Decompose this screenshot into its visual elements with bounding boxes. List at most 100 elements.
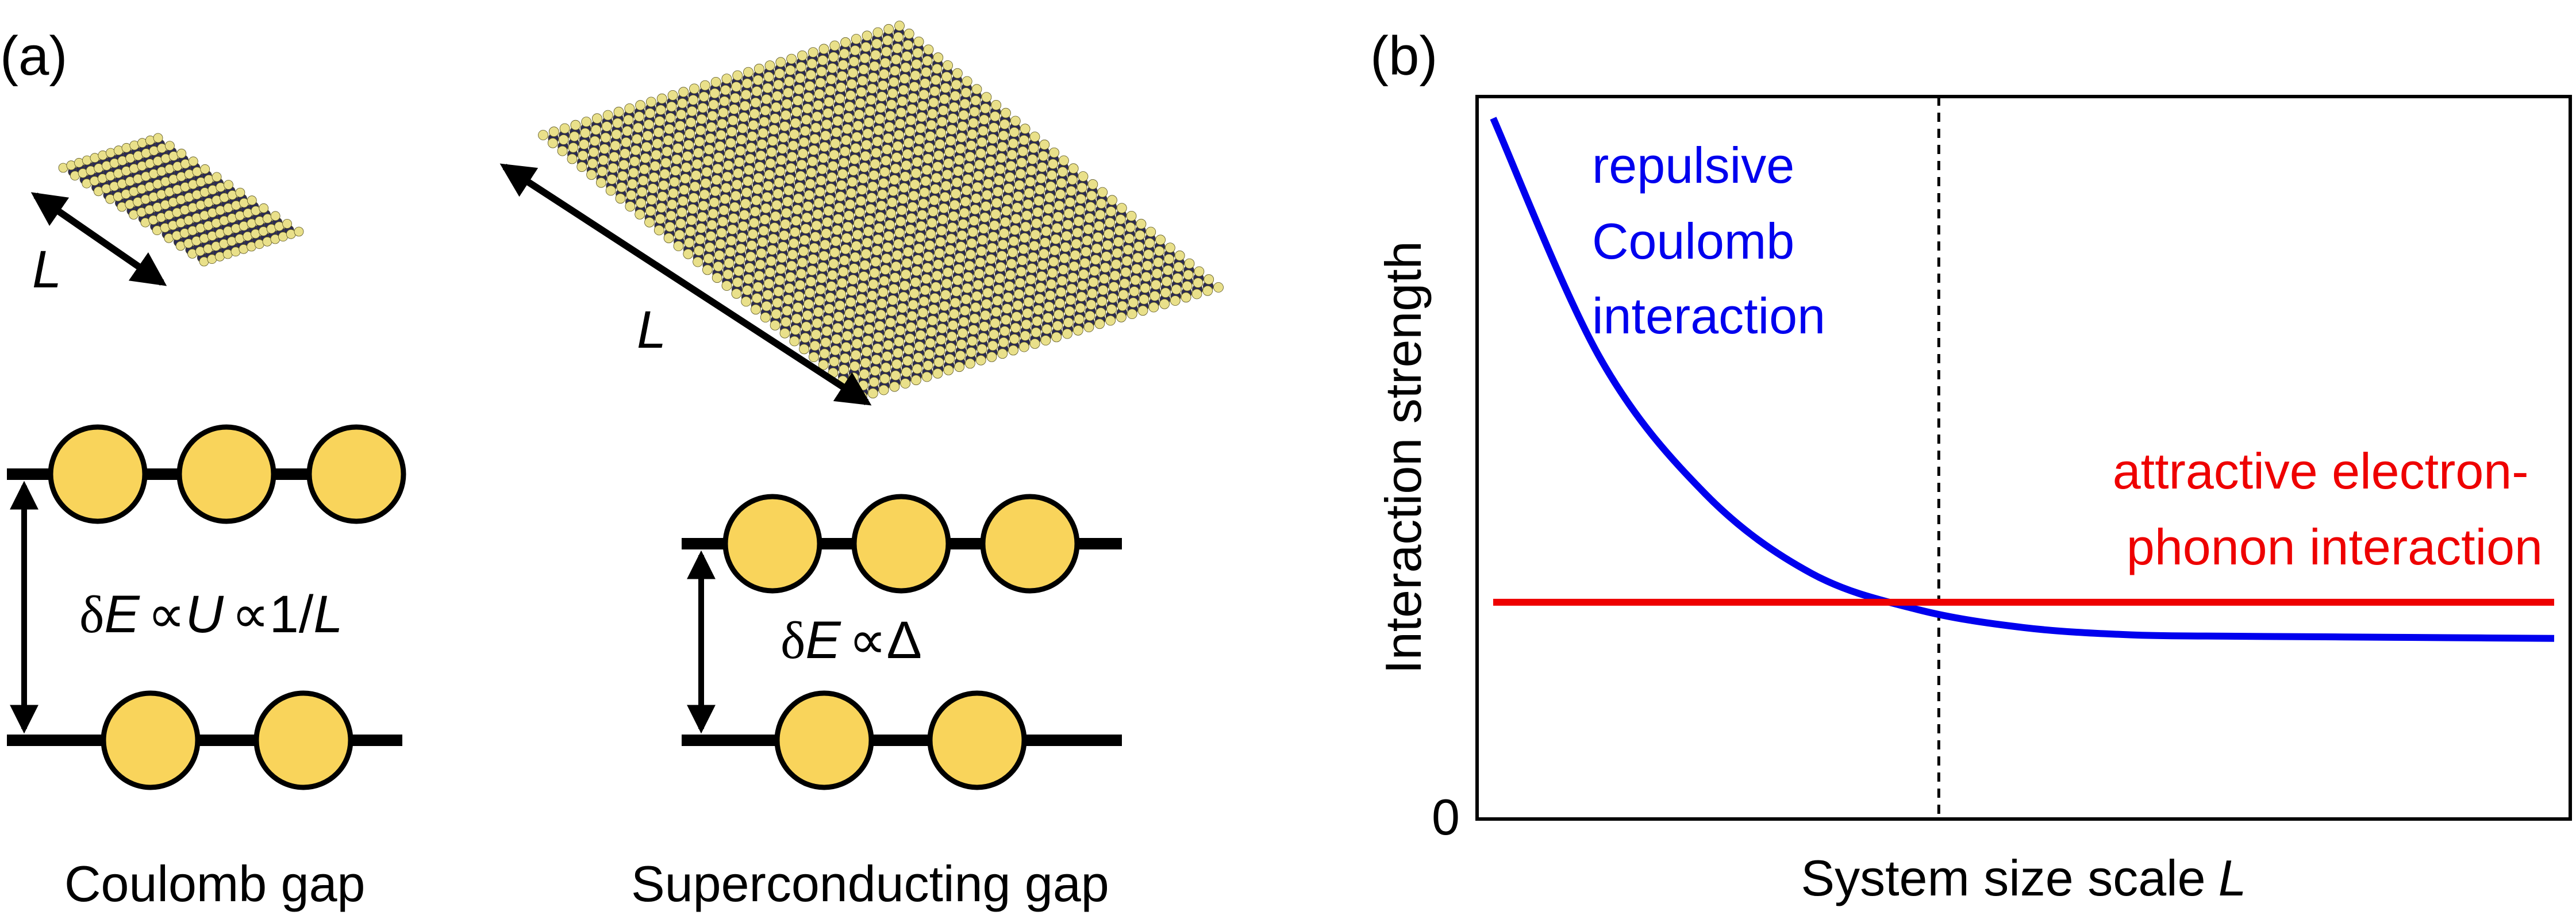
- yellow-atom: [862, 128, 873, 139]
- yellow-atom: [632, 133, 643, 144]
- electron: [774, 690, 874, 790]
- yellow-atom: [893, 239, 904, 249]
- yellow-atom: [674, 229, 685, 240]
- yellow-atom: [981, 201, 991, 212]
- yellow-atom: [931, 75, 941, 86]
- yellow-atom: [763, 71, 774, 82]
- yellow-atom: [958, 218, 968, 229]
- yellow-atom: [1044, 301, 1055, 312]
- yellow-atom: [744, 262, 755, 273]
- yellow-atom: [845, 297, 856, 307]
- yellow-atom: [953, 166, 963, 176]
- yellow-atom: [1119, 278, 1130, 289]
- yellow-atom: [1009, 333, 1020, 344]
- yellow-atom: [948, 113, 958, 124]
- yellow-atom: [1035, 282, 1046, 293]
- yellow-atom: [1048, 159, 1058, 170]
- yellow-atom: [1033, 305, 1044, 316]
- yellow-atom: [965, 249, 976, 260]
- yellow-atom: [811, 220, 822, 231]
- yellow-atom: [860, 41, 871, 52]
- yellow-atom: [781, 317, 791, 328]
- yellow-atom: [1049, 245, 1060, 256]
- yellow-atom: [725, 247, 736, 257]
- yellow-atom: [1194, 266, 1205, 277]
- yellow-atom: [782, 98, 793, 109]
- yellow-atom: [663, 135, 674, 146]
- yellow-atom: [882, 242, 893, 253]
- yellow-atom: [1149, 291, 1160, 301]
- yellow-atom: [851, 240, 862, 251]
- yellow-atom: [752, 75, 763, 86]
- yellow-atom: [972, 182, 983, 193]
- yellow-atom: [997, 141, 1008, 152]
- yellow-atom: [1172, 272, 1183, 283]
- yellow-atom: [683, 140, 694, 151]
- yellow-atom: [968, 117, 979, 128]
- yellow-atom: [920, 176, 931, 187]
- yellow-atom: [1085, 201, 1096, 212]
- yellow-atom: [710, 186, 721, 197]
- yellow-atom: [927, 315, 938, 326]
- large-lattice-length-label: L: [637, 301, 666, 359]
- yellow-atom: [939, 301, 950, 312]
- yellow-atom: [699, 189, 710, 200]
- yellow-atom: [911, 266, 922, 276]
- yellow-atom: [836, 180, 847, 191]
- yellow-atom: [753, 282, 763, 293]
- yellow-atom: [662, 146, 672, 157]
- yellow-atom: [926, 326, 937, 337]
- yellow-atom: [804, 190, 814, 201]
- yellow-atom: [698, 200, 709, 211]
- yellow-atom: [909, 179, 920, 190]
- yellow-atom: [756, 139, 767, 149]
- yellow-atom: [1025, 176, 1036, 187]
- yellow-atom: [1027, 154, 1038, 165]
- yellow-atom: [979, 212, 990, 223]
- yellow-atom: [894, 129, 904, 140]
- yellow-atom: [808, 253, 818, 264]
- yellow-atom: [902, 40, 913, 51]
- yellow-atom: [656, 202, 667, 213]
- yellow-atom: [931, 282, 941, 293]
- yellow-atom: [641, 141, 652, 152]
- yellow-atom: [1057, 275, 1067, 286]
- yellow-atom: [599, 144, 610, 155]
- yellow-atom: [1028, 252, 1039, 263]
- yellow-atom: [809, 133, 820, 144]
- yellow-atom: [855, 305, 866, 316]
- yellow-atom: [1094, 318, 1105, 329]
- small-lattice-length-arrow: [30, 192, 167, 286]
- yellow-atom: [729, 104, 740, 114]
- yellow-atom: [655, 105, 666, 116]
- yellow-atom: [771, 199, 782, 210]
- yellow-atom: [1108, 293, 1118, 303]
- electron: [306, 424, 406, 524]
- yellow-atom: [721, 74, 732, 84]
- yellow-atom: [688, 94, 698, 105]
- yellow-atom: [994, 175, 1005, 186]
- yellow-atom: [825, 85, 836, 96]
- yellow-atom: [938, 312, 949, 322]
- yellow-atom: [949, 102, 959, 113]
- yellow-atom: [818, 153, 829, 163]
- yellow-atom: [706, 220, 717, 230]
- yellow-atom: [772, 91, 783, 101]
- yellow-atom: [736, 134, 747, 145]
- yellow-atom: [910, 70, 921, 81]
- yellow-atom: [901, 367, 912, 378]
- yellow-atom: [1007, 149, 1017, 160]
- yellow-atom: [886, 99, 897, 110]
- yellow-atom: [898, 84, 909, 95]
- yellow-atom: [1044, 192, 1055, 203]
- yellow-atom: [847, 79, 857, 90]
- yellow-atom: [839, 255, 850, 266]
- yellow-atom: [777, 143, 788, 154]
- yellow-atom: [866, 192, 877, 203]
- yellow-atom: [856, 293, 867, 304]
- yellow-atom: [1006, 160, 1016, 171]
- yellow-atom: [915, 123, 926, 134]
- yellow-atom: [644, 217, 655, 228]
- yellow-atom: [633, 122, 644, 133]
